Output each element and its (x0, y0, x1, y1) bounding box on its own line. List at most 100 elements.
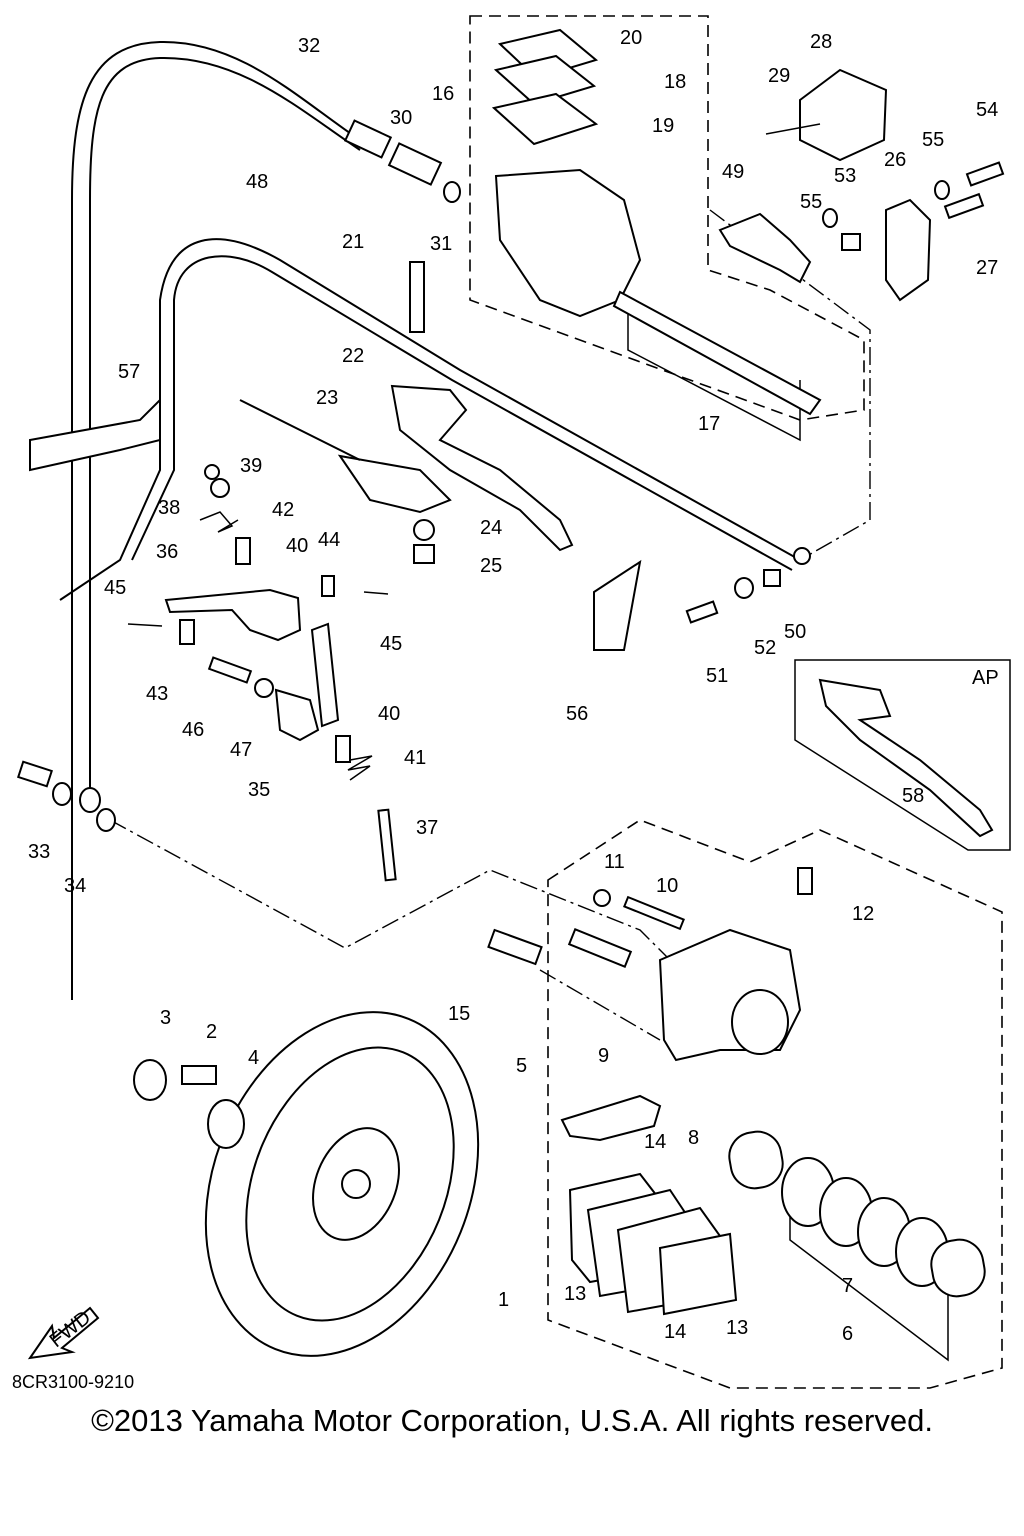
callout-23: 23 (316, 387, 338, 409)
copyright-notice: ©2013 Yamaha Motor Corporation, U.S.A. A… (91, 1403, 933, 1438)
callout-4: 4 (248, 1047, 259, 1069)
dashdot-caliper-link (539, 969, 661, 1041)
washer-34b (96, 808, 116, 832)
callout-42: 42 (272, 499, 294, 521)
callout-5: 5 (516, 1055, 527, 1077)
callout-13-repeat: 13 (726, 1317, 748, 1339)
brake-cable-32-inner (89, 56, 361, 390)
disc-center-hole (341, 1169, 371, 1199)
callout-54: 54 (976, 99, 998, 121)
pin-45b (363, 591, 389, 595)
bolt-51 (685, 600, 719, 624)
pin-40a (235, 537, 251, 565)
callout-52: 52 (754, 637, 776, 659)
washer-55a (822, 208, 838, 228)
callout-6: 6 (842, 1323, 853, 1345)
callout-38: 38 (158, 497, 180, 519)
callout-26: 26 (884, 149, 906, 171)
pad-spring-9 (560, 1094, 662, 1142)
callout-13: 13 (564, 1283, 586, 1305)
link-rod (310, 622, 340, 728)
callout-41: 41 (404, 747, 426, 769)
pin-45a (127, 623, 163, 627)
rod-23 (239, 399, 361, 461)
reservoir-plate-18b (493, 54, 597, 106)
callout-7: 7 (842, 1275, 853, 1297)
brake-cable-48b (131, 255, 793, 571)
callout-40: 40 (286, 535, 308, 557)
nut-38 (210, 478, 230, 498)
bolt-27 (943, 192, 985, 220)
callout-27: 27 (976, 257, 998, 279)
callout-31: 31 (430, 233, 452, 255)
callout-34: 34 (64, 875, 86, 897)
callout-55-repeat: 55 (800, 191, 822, 213)
callout-2: 2 (206, 1021, 217, 1043)
callout-58: 58 (902, 785, 924, 807)
cable-eye (79, 787, 101, 813)
callout-18: 18 (664, 71, 686, 93)
callout-15: 15 (448, 1003, 470, 1025)
callout-22: 22 (342, 345, 364, 367)
spring-42 (199, 511, 239, 533)
callout-51: 51 (706, 665, 728, 687)
washer-4 (207, 1099, 245, 1149)
brake-cable-48 (59, 238, 801, 601)
tag-56 (593, 559, 642, 651)
callout-10: 10 (656, 875, 678, 897)
spring-41 (347, 755, 373, 781)
callout-17: 17 (698, 413, 720, 435)
callout-44: 44 (318, 529, 340, 551)
callout-56: 56 (566, 703, 588, 725)
collar-53 (841, 233, 861, 251)
callout-24: 24 (480, 517, 502, 539)
dashdot-bottom-link (109, 819, 671, 961)
callout-40-repeat: 40 (378, 703, 400, 725)
pad-14b (658, 1232, 738, 1316)
caliper-piston-b (930, 1238, 986, 1298)
caliper-piston-a (728, 1130, 784, 1190)
brake-cable-32 (71, 40, 361, 390)
callout-53: 53 (834, 165, 856, 187)
callout-36: 36 (156, 541, 178, 563)
callout-46: 46 (182, 719, 204, 741)
inset-box-ap (794, 659, 1011, 851)
caliper-piston-bore (731, 989, 789, 1055)
callout-57: 57 (118, 361, 140, 383)
callout-49: 49 (722, 161, 744, 183)
cable-end-fitting (343, 119, 393, 159)
piston-kit-bracket (627, 312, 801, 442)
washer-52 (734, 577, 754, 599)
callout-1: 1 (498, 1289, 509, 1311)
bracket-57 (29, 397, 161, 472)
bolt-33 (17, 760, 53, 788)
key-2 (181, 1065, 217, 1085)
callout-14: 14 (644, 1131, 666, 1153)
callout-19: 19 (652, 115, 674, 137)
callout-29: 29 (768, 65, 790, 87)
bolt-21 (409, 261, 425, 333)
pin-10 (623, 895, 685, 931)
drawing-code: 8CR3100-9210 (12, 1372, 135, 1392)
callout-32: 32 (298, 35, 320, 57)
pin-40b (335, 735, 351, 763)
callout-39: 39 (240, 455, 262, 477)
bolt-54 (965, 161, 1005, 187)
bolt-37 (377, 808, 397, 882)
pin-44 (321, 575, 335, 597)
callout-28: 28 (810, 31, 832, 53)
callout-37: 37 (416, 817, 438, 839)
diaphragm-19 (491, 92, 599, 146)
callout-45: 45 (104, 577, 126, 599)
lever-58 (818, 678, 994, 838)
lever-bracket-23 (337, 454, 452, 514)
callout-14-repeat: 14 (664, 1321, 686, 1343)
bolt-15 (487, 928, 543, 966)
master-cylinder-box (469, 15, 865, 421)
callout-3: 3 (160, 1007, 171, 1029)
nut-25 (413, 544, 435, 564)
callout-50: 50 (784, 621, 806, 643)
callout-30: 30 (390, 107, 412, 129)
arm-35 (274, 688, 320, 742)
switch-28 (799, 68, 888, 162)
